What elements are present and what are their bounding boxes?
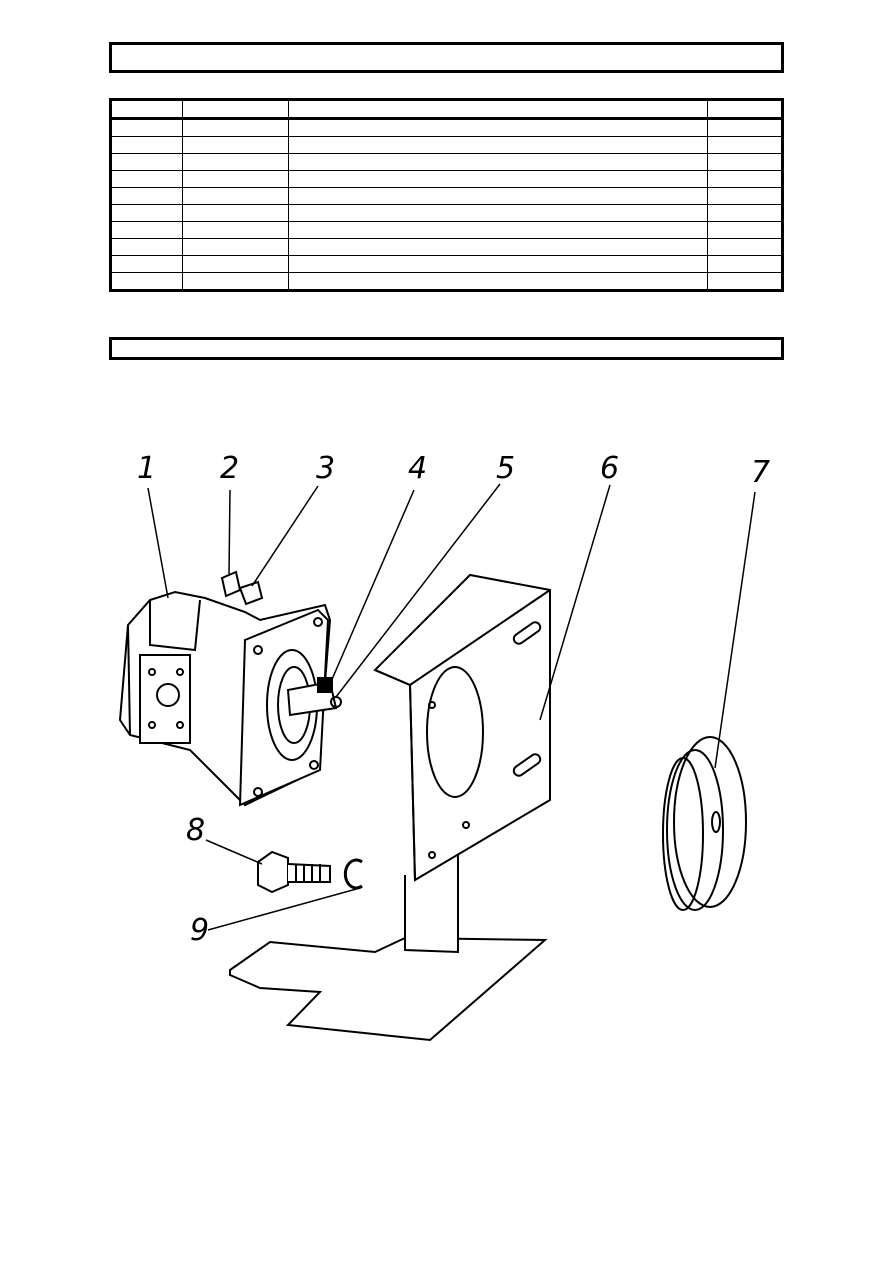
callout-labels: 1 2 3 4 5 6 7 8 9 (137, 451, 770, 948)
base-plate (229, 936, 548, 1042)
table-cell (707, 272, 783, 291)
table-cell (110, 272, 183, 291)
callout-6: 6 (600, 451, 619, 486)
parts-table (109, 98, 784, 292)
table-row (110, 272, 783, 291)
pulley-part-7 (673, 736, 747, 908)
callout-8: 8 (186, 813, 205, 848)
section-title-box (109, 337, 784, 360)
callout-9: 9 (190, 913, 209, 948)
column-header (707, 99, 783, 120)
table-header-row (110, 99, 783, 120)
column-header (110, 99, 183, 120)
bolt-part-8 (257, 850, 289, 894)
callout-4: 4 (408, 451, 427, 486)
callout-5: 5 (496, 451, 515, 486)
callout-3: 3 (316, 451, 335, 486)
screw-part-3 (238, 580, 264, 606)
column-header (288, 99, 709, 120)
table-row (110, 153, 783, 171)
washer-part-9 (343, 858, 363, 890)
callout-7: 7 (751, 455, 770, 490)
fitting-part-2 (220, 570, 242, 598)
callout-2: 2 (220, 451, 239, 486)
callout-1: 1 (137, 451, 156, 486)
table-cell (288, 272, 709, 291)
table-row (110, 221, 783, 239)
header-title-box (109, 42, 784, 73)
